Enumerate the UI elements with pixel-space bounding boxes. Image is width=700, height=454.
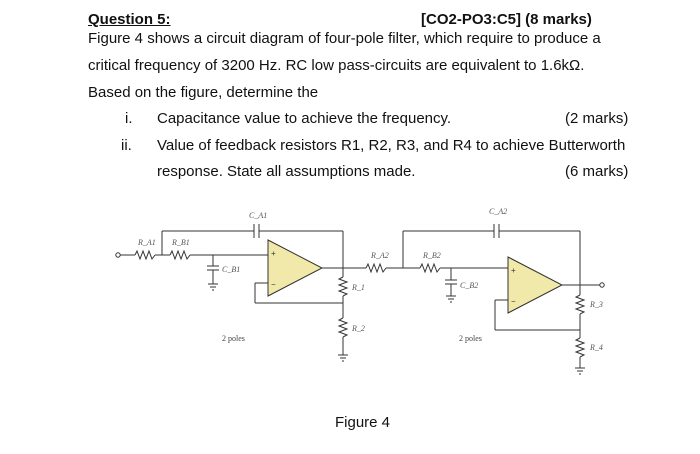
item-2-text: Value of feedback resistors R1, R2, R3, … (157, 137, 626, 154)
ground-symbol-cb2 (446, 295, 456, 303)
label-cb1: C_B1 (222, 265, 240, 274)
label-r1: R_1 (351, 283, 365, 292)
label-rb2: R_B2 (422, 251, 441, 260)
label-poles-left: 2 poles (222, 334, 245, 343)
resistor-r4 (574, 337, 586, 358)
opamp2-plus-sign: + (511, 266, 516, 275)
item-2-number: ii. (121, 137, 132, 154)
label-poles-right: 2 poles (459, 334, 482, 343)
opamp2-minus-sign: − (511, 297, 516, 306)
right-filter-section (343, 224, 605, 375)
label-ca1: C_A1 (249, 211, 267, 220)
label-ra2: R_A2 (370, 251, 389, 260)
resistor-rb1 (169, 249, 191, 261)
capacitor-cb1 (207, 265, 219, 271)
item-1-text: Capacitance value to achieve the frequen… (157, 110, 452, 127)
label-ca2: C_A2 (489, 207, 507, 216)
resistor-r2 (337, 317, 349, 338)
resistor-ra2 (365, 262, 387, 274)
label-r4: R_4 (589, 343, 603, 352)
label-cb2: C_B2 (460, 281, 478, 290)
question-line-2: critical frequency of 3200 Hz. RC low pa… (88, 57, 585, 74)
item-2-text-continued: response. State all assumptions made. (157, 163, 416, 180)
item-1-number: i. (125, 110, 133, 127)
capacitor-cb2 (445, 279, 457, 285)
label-ra1: R_A1 (137, 238, 156, 247)
ground-symbol-cb1 (208, 283, 218, 291)
label-rb1: R_B1 (171, 238, 190, 247)
opamp1-plus-sign: + (271, 249, 276, 258)
question-marks-code: [CO2-PO3:C5] (8 marks) (421, 11, 592, 28)
item-2-marks: (6 marks) (565, 163, 629, 180)
capacitor-ca1 (253, 224, 260, 238)
ground-symbol-r2 (338, 354, 348, 362)
output-terminal (599, 282, 605, 288)
capacitor-ca2 (493, 224, 500, 238)
figure-caption: Figure 4 (335, 414, 391, 431)
input-terminal (115, 252, 121, 258)
label-r2: R_2 (351, 324, 365, 333)
op-amp-2 (507, 256, 564, 314)
resistor-rb2 (419, 262, 441, 274)
opamp1-minus-sign: − (271, 280, 276, 289)
ground-symbol-r4 (575, 367, 585, 375)
question-line-1: Figure 4 shows a circuit diagram of four… (88, 30, 601, 47)
left-filter-section (115, 224, 349, 362)
resistor-r3 (574, 294, 586, 315)
item-1-marks: (2 marks) (565, 110, 629, 127)
question-line-3: Based on the figure, determine the (88, 84, 319, 101)
question-title: Question 5: (88, 11, 171, 28)
resistor-r1 (337, 276, 349, 297)
label-r3: R_3 (589, 300, 603, 309)
op-amp-1 (267, 239, 324, 297)
resistor-ra1 (134, 249, 156, 261)
